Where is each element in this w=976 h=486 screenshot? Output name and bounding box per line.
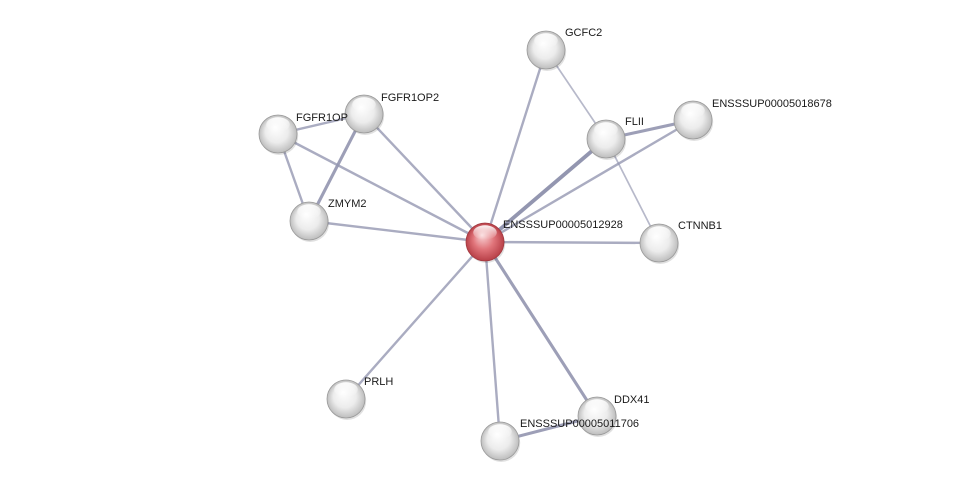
- node-ddx41[interactable]: DDX41: [577, 394, 649, 437]
- node-ensssup00005011706[interactable]: ENSSSUP00005011706: [480, 418, 639, 462]
- node-highlight: [488, 424, 512, 439]
- node-ensssup00005012928[interactable]: ENSSSUP00005012928: [465, 219, 623, 263]
- node-highlight: [266, 117, 290, 132]
- node-prlh[interactable]: PRLH: [326, 376, 393, 420]
- node-label: CTNNB1: [678, 220, 722, 232]
- node-flii[interactable]: FLII: [586, 116, 644, 160]
- edge-ensssup00005012928-fgfr1op: [276, 132, 487, 244]
- node-label: PRLH: [364, 376, 393, 388]
- node-highlight: [594, 122, 618, 137]
- edge-ensssup00005012928-flii: [483, 137, 608, 244]
- node-label: ZMYM2: [328, 198, 367, 210]
- node-label: FGFR1OP2: [381, 92, 439, 104]
- node-highlight: [352, 97, 376, 112]
- node-highlight: [681, 103, 705, 118]
- edge-fgfr1op2-zmym2: [307, 112, 366, 223]
- node-highlight: [297, 204, 321, 219]
- edge-ensssup00005012928-fgfr1op2: [362, 112, 487, 244]
- edge-ensssup00005012928-gcfc2: [483, 48, 548, 244]
- node-label: ENSSSUP00005018678: [712, 98, 832, 110]
- node-label: DDX41: [614, 394, 649, 406]
- edge-ensssup00005012928-prlh: [344, 240, 487, 401]
- node-label: FLII: [625, 116, 644, 128]
- node-highlight: [534, 33, 558, 48]
- node-highlight: [647, 226, 671, 241]
- node-highlight: [585, 399, 609, 414]
- node-highlight: [473, 225, 497, 240]
- edge-ensssup00005012928-ctnnb1: [483, 240, 661, 245]
- node-gcfc2[interactable]: GCFC2: [526, 27, 602, 71]
- edge-flii-ctnnb1: [605, 138, 660, 244]
- node-ctnnb1[interactable]: CTNNB1: [639, 220, 722, 264]
- node-label: GCFC2: [565, 27, 602, 39]
- node-label: FGFR1OP: [296, 112, 348, 124]
- edge-ensssup00005012928-zmym2: [307, 219, 487, 244]
- node-fgfr1op[interactable]: FGFR1OP: [258, 112, 348, 155]
- edge-ensssup00005012928-ensssup00005018678: [483, 118, 695, 244]
- node-label: ENSSSUP00005011706: [520, 418, 639, 430]
- node-zmym2[interactable]: ZMYM2: [289, 198, 367, 242]
- node-label: ENSSSUP00005012928: [503, 219, 623, 231]
- edge-ensssup00005012928-ddx41: [483, 240, 599, 418]
- node-fgfr1op2[interactable]: FGFR1OP2: [344, 92, 439, 135]
- node-highlight: [334, 382, 358, 397]
- node-ensssup00005018678[interactable]: ENSSSUP00005018678: [673, 98, 832, 141]
- edge-ensssup00005012928-ensssup00005011706: [483, 240, 502, 443]
